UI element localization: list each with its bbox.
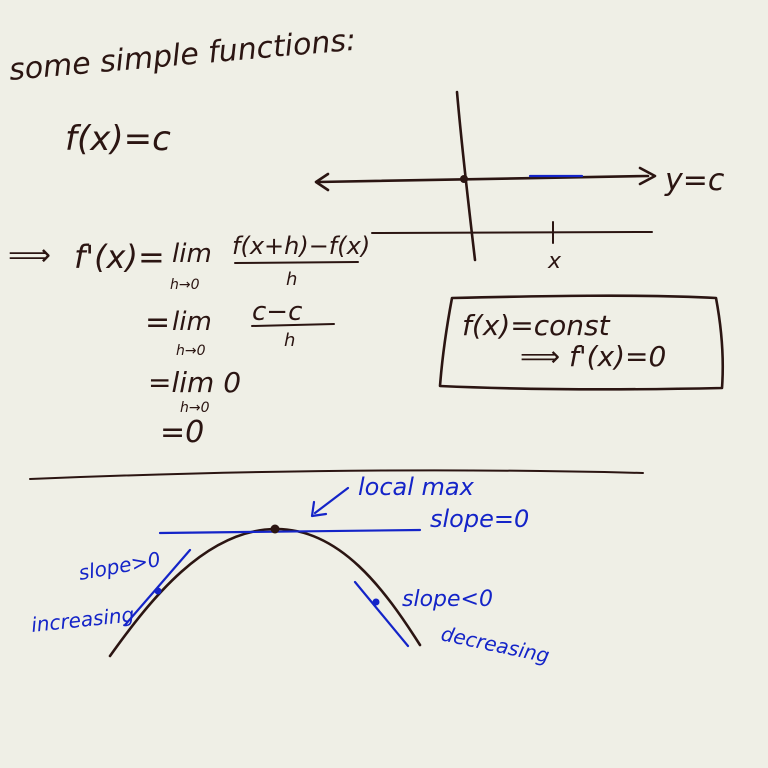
box-line-1: f(x)=const xyxy=(462,309,611,342)
difference-quotient-denominator: h xyxy=(286,269,297,290)
intersection-point xyxy=(460,175,468,183)
derivation: ⟹ f'(x)= lim h→0 f(x+h)−f(x) h = lim h→0… xyxy=(8,232,370,450)
lim-2: lim xyxy=(172,307,212,337)
box-outline xyxy=(438,294,725,391)
implies-arrow: ⟹ xyxy=(8,238,51,273)
result-box: f(x)=const ⟹ f'(x)=0 xyxy=(438,294,725,391)
decreasing-point xyxy=(372,598,380,606)
slope-negative-label: slope<0 xyxy=(402,587,493,612)
decreasing-tangent xyxy=(353,580,410,648)
lim-1: lim xyxy=(172,239,212,269)
slope-zero-label: slope=0 xyxy=(430,505,529,533)
divider-line xyxy=(29,469,644,480)
difference-quotient-numerator: f(x+h)−f(x) xyxy=(232,232,370,260)
slope-positive-label: slope>0 xyxy=(77,547,163,585)
horizontal-tangent xyxy=(158,528,422,535)
pointer-arrow-line xyxy=(313,486,350,515)
decreasing-label: decreasing xyxy=(439,621,552,667)
x-axis-right-arrow xyxy=(638,166,657,186)
increasing-point xyxy=(154,587,162,595)
h-to-0-3: h→0 xyxy=(180,400,210,416)
c-minus-c-numerator: c−c xyxy=(252,297,302,327)
fraction-bar-1 xyxy=(234,261,359,264)
lim-zero-line: =lim 0 xyxy=(148,366,241,399)
fraction-bar-2 xyxy=(251,323,335,327)
x-axis-left-arrow xyxy=(314,172,330,192)
increasing-label: increasing xyxy=(30,602,135,637)
h-to-0-2: h→0 xyxy=(176,343,206,359)
max-point xyxy=(270,524,280,534)
c-minus-c-denominator: h xyxy=(284,330,295,351)
x-baseline xyxy=(371,231,653,234)
x-axis xyxy=(316,174,650,184)
result-zero: =0 xyxy=(160,415,204,450)
constant-function-graph: y=c x xyxy=(314,90,725,274)
box-line-2: ⟹ f'(x)=0 xyxy=(520,340,666,373)
derivative-lhs: f'(x)= xyxy=(74,238,165,276)
local-max-sketch: local max slope=0 slope>0 increasing slo… xyxy=(30,473,552,668)
pointer-arrow-head xyxy=(310,500,328,518)
y-equals-c-label: y=c xyxy=(664,163,725,198)
equals-2: = xyxy=(145,305,170,340)
h-to-0-1: h→0 xyxy=(170,277,200,293)
x-label: x xyxy=(547,249,562,274)
definition-text: f(x)=c xyxy=(65,119,171,159)
heading-text: some simple functions: xyxy=(8,23,358,88)
local-max-label: local max xyxy=(358,473,475,501)
increasing-tangent xyxy=(123,548,192,627)
